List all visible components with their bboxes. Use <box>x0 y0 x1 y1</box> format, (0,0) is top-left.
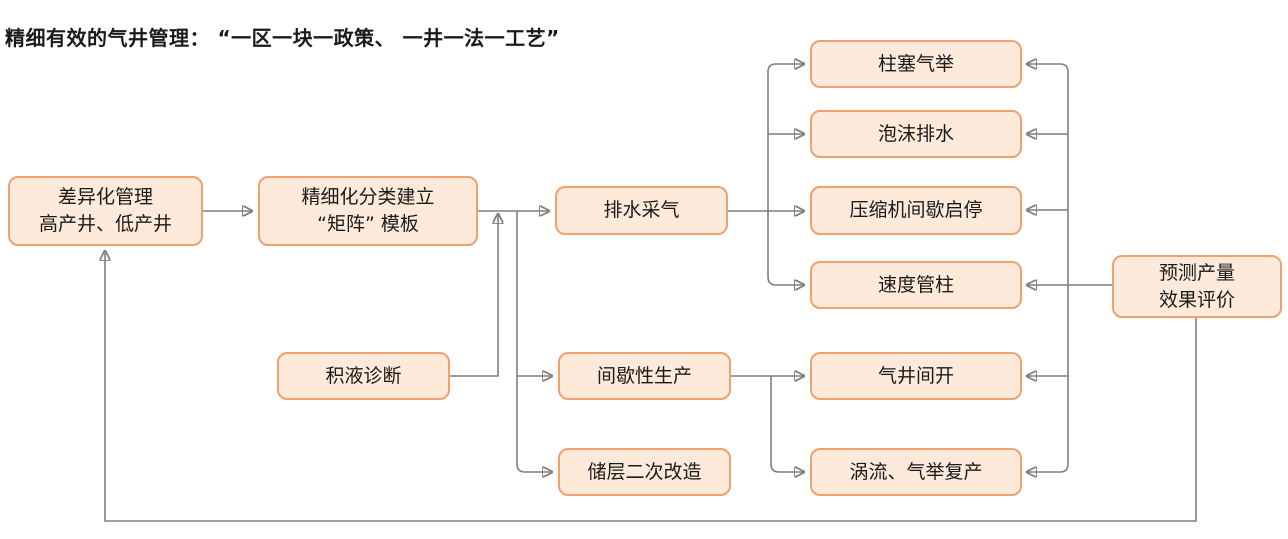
node-velocity-string: 速度管柱 <box>810 261 1022 309</box>
node-plunger-gas-lift: 柱塞气举 <box>810 40 1022 88</box>
edge-intermittent-to-vortex <box>770 376 803 472</box>
edge-trunkmid-to-reservoir <box>516 211 551 472</box>
node-drainage-gas-recovery: 排水采气 <box>555 186 728 235</box>
edge-feedback-to-diff <box>105 252 1197 522</box>
node-production-prediction-evaluation: 预测产量 效果评价 <box>1112 255 1282 318</box>
diagram-title: 精细有效的气井管理： “一区一块一政策、 一井一法一工艺” <box>5 26 560 50</box>
edge-liquid-to-mainline <box>450 215 498 377</box>
edge-predict-to-vortex <box>1028 285 1069 472</box>
edge-predict-to-plunger <box>1028 64 1069 285</box>
node-differentiated-management: 差异化管理 高产井、低产井 <box>8 176 203 246</box>
edge-drainage-to-velocity <box>767 211 803 285</box>
node-compressor-intermittent-startstop: 压缩机间歇启停 <box>810 186 1022 235</box>
node-gas-well-intermittent-opening: 气井间开 <box>810 352 1022 400</box>
node-liquid-loading-diagnosis: 积液诊断 <box>277 352 450 400</box>
edge-drainage-to-plunger <box>767 64 803 211</box>
node-matrix-template: 精细化分类建立 “矩阵” 模板 <box>258 176 478 246</box>
node-intermittent-production: 间歇性生产 <box>558 352 731 400</box>
node-vortex-gaslift-restore: 涡流、气举复产 <box>810 448 1022 496</box>
node-reservoir-restimulation: 储层二次改造 <box>558 448 731 496</box>
node-foam-drainage: 泡沫排水 <box>810 110 1022 158</box>
